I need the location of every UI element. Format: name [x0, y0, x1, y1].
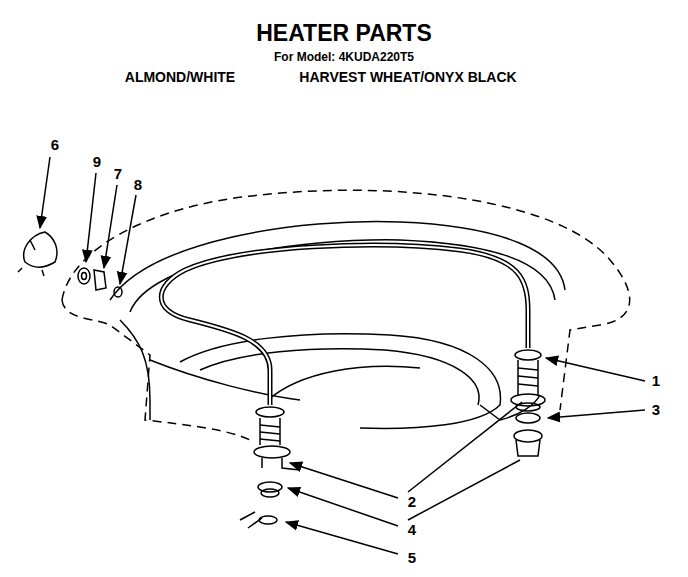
callout-number: 6: [51, 137, 59, 152]
callout-number: 4: [408, 522, 416, 537]
callout-number: 8: [134, 177, 142, 192]
diagram-title: HEATER PARTS: [256, 22, 432, 45]
callout-number: 5: [408, 550, 416, 565]
callout-number: 7: [114, 166, 122, 181]
callout-number: 2: [408, 494, 416, 509]
color-option: HARVEST WHEAT/ONYX BLACK: [299, 70, 516, 84]
callout-number: 9: [93, 154, 101, 169]
callout-number: 1: [652, 373, 660, 388]
color-option: ALMOND/WHITE: [125, 70, 235, 84]
callout-number: 3: [652, 402, 660, 417]
model-line: For Model: 4KUDA220T5: [274, 51, 414, 63]
